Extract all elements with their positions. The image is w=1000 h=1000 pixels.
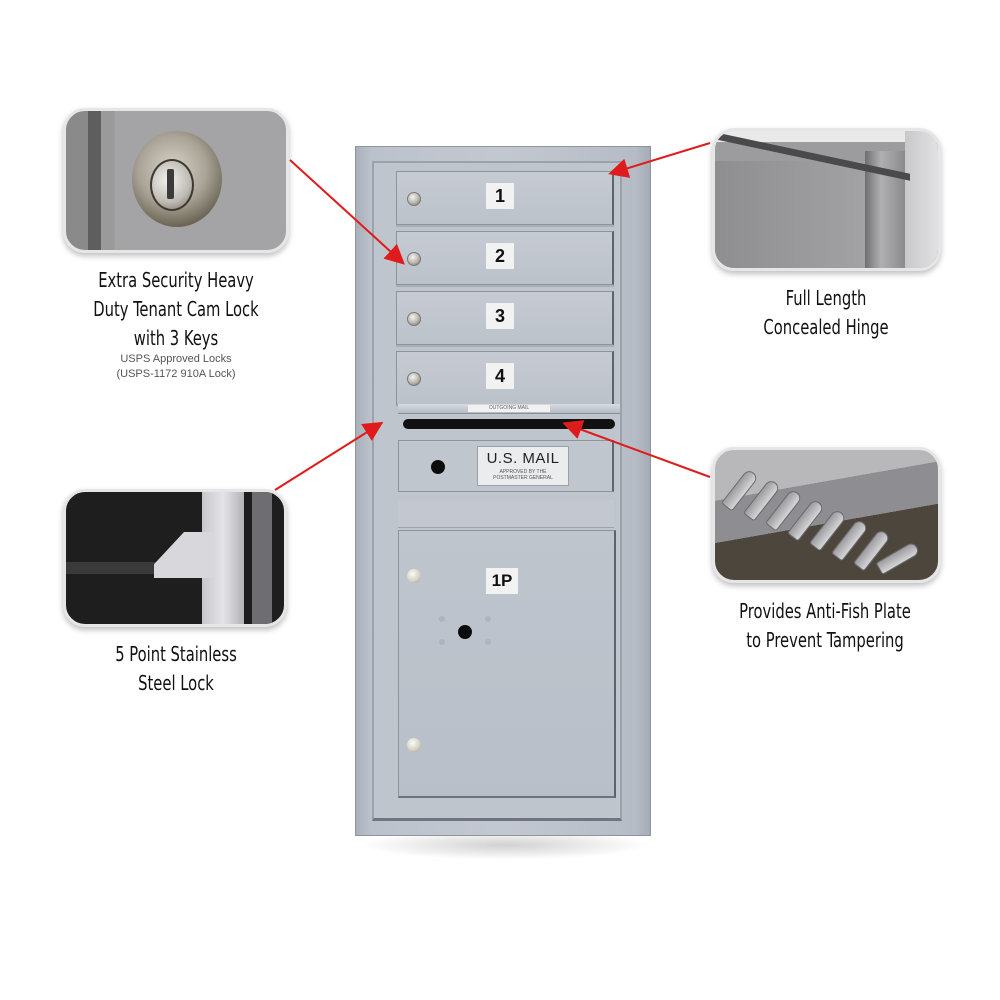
panel-hole-icon [431,460,445,474]
hinge-title: Full Length Concealed Hinge [731,284,921,342]
cam-lock-title-line-3: with 3 Keys [133,326,219,350]
parcel-locker-door[interactable]: 1P [398,530,616,798]
five-point-lock-photo [63,489,287,627]
cam-lock-sub-line-1: USPS Approved Locks [120,353,232,365]
outgoing-mail-tag: OUTGOING MAIL [468,405,550,412]
approved-text-line-2: POSTMASTER GENERAL [493,475,553,481]
mailbox-unit: 1 2 3 4 OUTGOING MAIL U.S. MAIL APPROVED… [355,146,651,836]
cam-lock-title-line-2: Duty Tenant Cam Lock [93,297,259,321]
door-number-label: 2 [486,243,514,269]
dimple-icon [485,616,491,622]
tenant-door-4[interactable]: 4 [396,351,614,405]
tenant-door-1[interactable]: 1 [396,171,614,225]
cam-lock-icon[interactable] [407,252,421,266]
cam-lock-photo [63,108,289,253]
parcel-lower-knob-icon [407,738,421,752]
hinge-title-line-2: Concealed Hinge [763,315,889,339]
us-mail-plate: U.S. MAIL APPROVED BY THE POSTMASTER GEN… [477,446,569,486]
cam-lock-title: Extra Security Heavy Duty Tenant Cam Loc… [81,266,271,353]
parcel-header-rail [398,500,614,528]
outgoing-mail-panel: U.S. MAIL APPROVED BY THE POSTMASTER GEN… [398,440,614,492]
parcel-hole-icon [458,625,472,639]
anti-fish-plate: OUTGOING MAIL [398,404,620,414]
anti-fish-title-line-2: to Prevent Tampering [746,628,904,652]
cam-lock-icon[interactable] [407,312,421,326]
parcel-lock-knob-icon[interactable] [407,569,421,583]
tenant-door-3[interactable]: 3 [396,291,614,345]
hinge-photo [712,128,941,271]
hinge-side [905,131,938,268]
tenant-door-2[interactable]: 2 [396,231,614,285]
dimple-icon [439,616,445,622]
anti-fish-photo [712,447,941,583]
anti-fish-title: Provides Anti-Fish Plate to Prevent Tamp… [723,597,928,655]
door-number-label: 3 [486,303,514,329]
five-point-title-line-1: 5 Point Stainless [115,642,237,666]
cam-lock-sub-line-2: (USPS-1172 910A Lock) [116,368,236,380]
five-point-title-line-2: Steel Lock [138,671,214,695]
dimple-icon [485,639,491,645]
key-slot-icon [167,169,174,199]
outgoing-mail-slot[interactable] [403,419,615,429]
door-number-label: 4 [486,363,514,389]
cam-lock-subtitle: USPS Approved Locks (USPS-1172 910A Lock… [60,352,292,382]
hinge-door-panel [715,161,865,268]
us-mail-text: U.S. MAIL [486,450,560,467]
anti-fish-title-line-1: Provides Anti-Fish Plate [739,599,911,623]
lock-hook-icon [154,532,214,578]
cam-lock-icon[interactable] [407,192,421,206]
door-number-label: 1 [486,183,514,209]
parcel-door-label: 1P [486,568,518,594]
lock-rail [252,492,272,624]
hinge-title-line-1: Full Length [785,286,867,310]
five-point-lock-title: 5 Point Stainless Steel Lock [81,640,271,698]
cam-lock-title-line-1: Extra Security Heavy [98,268,254,292]
dimple-icon [439,639,445,645]
approved-text-line-1: APPROVED BY THE [499,469,547,475]
cam-lock-icon[interactable] [407,372,421,386]
